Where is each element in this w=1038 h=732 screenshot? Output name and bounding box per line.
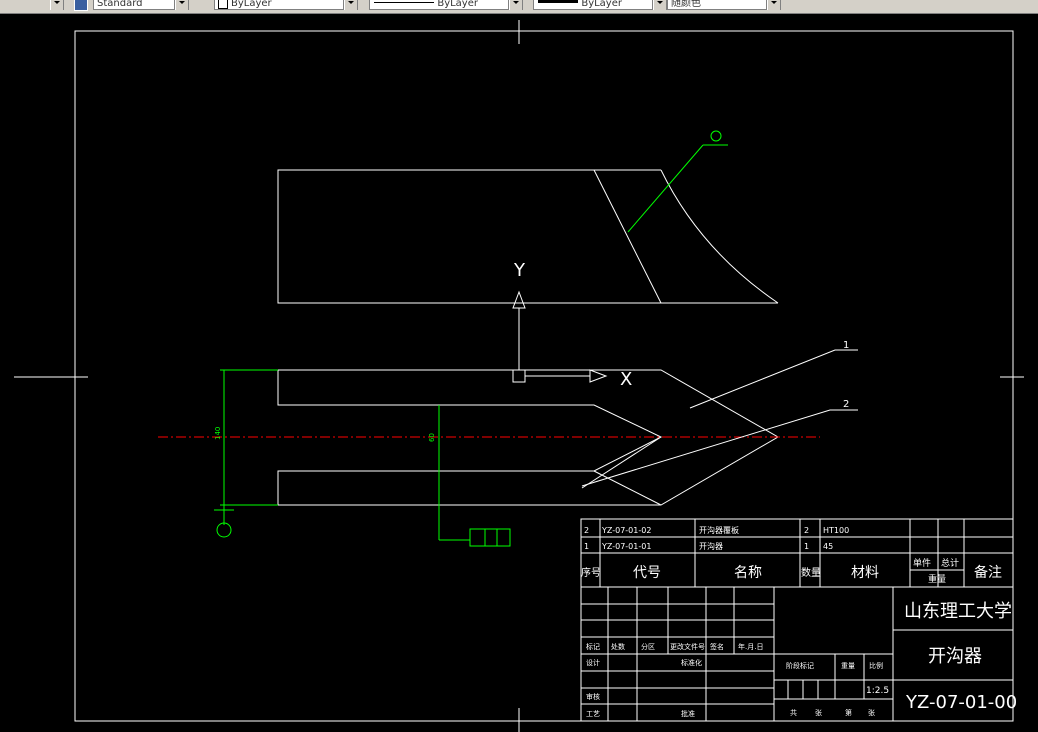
label-sheets: 共	[790, 708, 797, 717]
label-standard: 标准化	[681, 658, 702, 667]
parts-row-2-no: 2	[584, 526, 589, 535]
label-date: 年.月.日	[738, 642, 763, 651]
parts-row-1-qty: 1	[804, 542, 809, 551]
parts-row-1-no: 1	[584, 542, 589, 551]
linetype-label: ByLayer	[437, 0, 478, 9]
color-select-label: ByLayer	[231, 0, 272, 9]
dropdown-arrow-icon[interactable]	[50, 0, 64, 10]
parts-row-2-qty: 2	[804, 526, 809, 535]
parts-row-2-material: HT100	[823, 526, 849, 535]
header-no: 序号	[581, 566, 601, 579]
color-dropdown[interactable]	[344, 0, 358, 10]
text-style-select[interactable]: Standard	[93, 0, 175, 10]
label-mass: 重量	[841, 662, 855, 670]
dimension-left-value: 140	[214, 427, 222, 440]
label-sheet: 第	[845, 708, 852, 717]
header-unit: 单件	[913, 557, 931, 569]
header-total: 总计	[941, 557, 959, 569]
part-leaders	[581, 349, 858, 487]
lineweight-dropdown[interactable]	[653, 0, 667, 10]
text-style-dropdown[interactable]	[175, 0, 189, 10]
sheet-border	[74, 30, 1014, 722]
header-material: 材料	[851, 565, 879, 581]
label-count: 处数	[611, 642, 625, 651]
parts-row-2: 2 YZ-07-01-02 开沟器覆板 2 HT100	[584, 525, 849, 535]
lineweight-preview-icon	[538, 0, 578, 3]
dimension-inner-value: 60	[428, 433, 436, 442]
label-zone: 分区	[641, 642, 655, 651]
label-sign: 签名	[710, 642, 724, 651]
top-view-outline	[277, 169, 779, 304]
header-remark: 备注	[974, 564, 1002, 581]
surface-roughness-symbol	[627, 130, 728, 233]
linetype-preview-icon	[374, 2, 434, 3]
label-scale: 比例	[869, 661, 883, 670]
drawing-canvas[interactable]: Y X 1 2 140 60	[0, 13, 1038, 732]
header-name: 名称	[734, 565, 762, 581]
ucs-icon	[512, 290, 608, 383]
text-style-icon[interactable]	[74, 0, 88, 11]
linetype-dropdown[interactable]	[509, 0, 523, 10]
leader-label-1: 1	[843, 340, 849, 351]
parts-row-1-name: 开沟器	[699, 541, 723, 551]
parts-row-1-code: YZ-07-01-01	[601, 542, 651, 551]
color-select[interactable]: ByLayer	[214, 0, 344, 10]
linetype-select[interactable]: ByLayer	[369, 0, 509, 10]
parts-row-2-code: YZ-07-01-02	[601, 526, 651, 535]
header-weight: 重量	[928, 573, 946, 585]
parts-header: 序号 代号 名称 数量 材料 单件 总计 重量 备注	[581, 557, 1002, 585]
ucs-x-label: X	[620, 369, 632, 390]
dimension-inner	[438, 405, 511, 547]
label-process: 工艺	[586, 710, 600, 718]
parts-row-1: 1 YZ-07-01-01 开沟器 1 45	[584, 541, 833, 551]
properties-toolbar: Standard ByLayer ByLayer ByLayer 随颜色	[0, 0, 1038, 14]
scale-value: 1:2.5	[866, 686, 889, 696]
title-block-labels: 标记 处数 分区 更改文件号 签名 年.月.日 设计 标准化 审核 工艺 批准 …	[586, 642, 883, 718]
ucs-y-label: Y	[513, 260, 526, 281]
drawing-number: YZ-07-01-00	[905, 692, 1017, 713]
leader-label-2: 2	[843, 399, 849, 410]
lineweight-select[interactable]: ByLayer	[533, 0, 653, 10]
label-stage: 阶段标记	[786, 661, 814, 670]
plot-style-select[interactable]: 随颜色	[667, 0, 767, 10]
header-code: 代号	[633, 565, 661, 581]
label-design: 设计	[586, 658, 600, 667]
parts-row-2-name: 开沟器覆板	[699, 525, 739, 535]
plot-style-dropdown[interactable]	[767, 0, 781, 10]
title-block-lines	[580, 518, 1014, 722]
label-sheet-of: 张	[815, 708, 822, 717]
dimension-left	[214, 369, 278, 538]
color-swatch-icon	[218, 0, 228, 9]
centering-marks	[14, 20, 1024, 732]
label-mark: 标记	[586, 642, 600, 651]
lineweight-label: ByLayer	[581, 0, 622, 9]
label-approve: 批准	[681, 709, 695, 718]
school-name: 山东理工大学	[904, 601, 1012, 622]
part-name: 开沟器	[928, 646, 982, 667]
label-doc: 更改文件号	[670, 642, 705, 651]
label-review: 审核	[586, 692, 600, 701]
label-sheet-end: 张	[868, 708, 875, 717]
parts-row-1-material: 45	[823, 542, 833, 551]
header-qty: 数量	[801, 566, 821, 579]
